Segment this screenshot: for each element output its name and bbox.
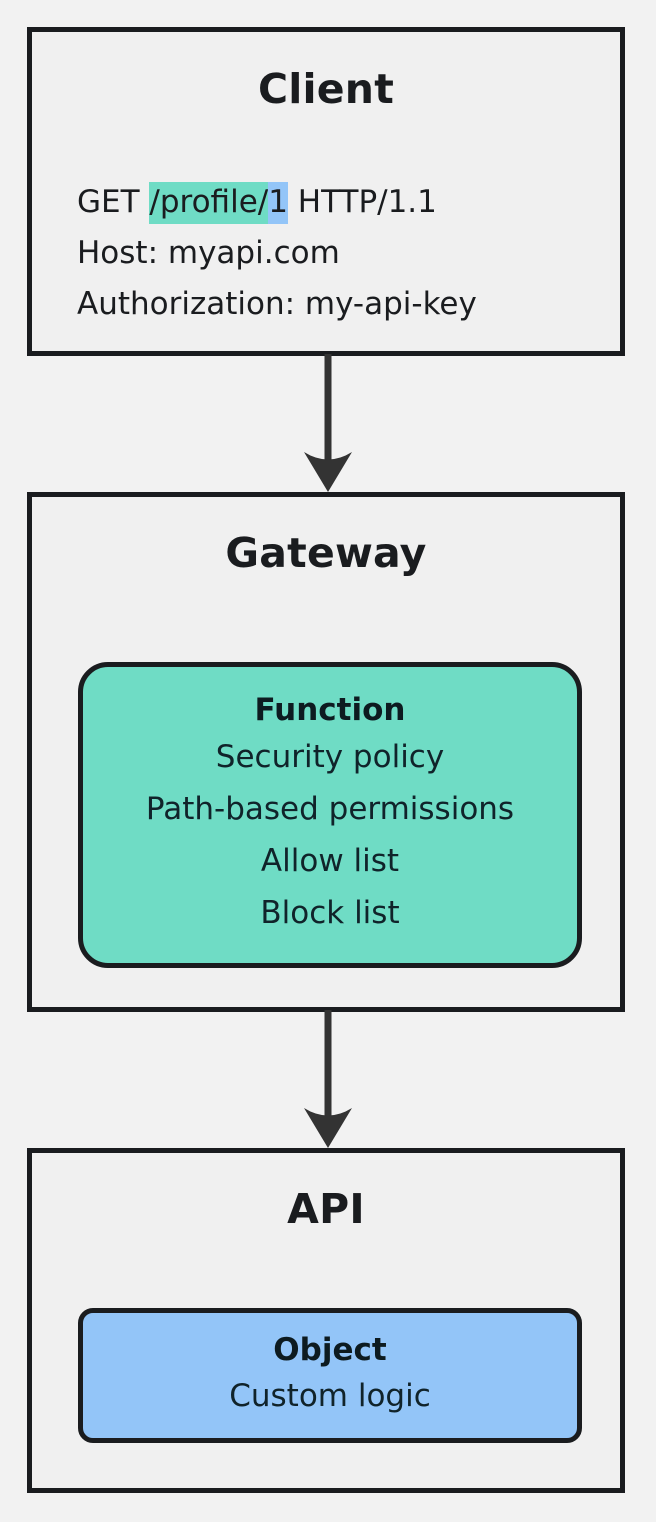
function-item-path-based-permissions: Path-based permissions (145, 791, 515, 827)
function-title: Function (254, 692, 406, 728)
arrow-client-to-gateway-icon (304, 354, 352, 492)
function-subnode[interactable]: Function Security policy Path-based perm… (78, 662, 582, 968)
function-item-security-policy: Security policy (215, 739, 445, 775)
function-item-allow-list: Allow list (260, 843, 400, 879)
object-item-custom-logic: Custom logic (229, 1378, 431, 1414)
request-protocol: HTTP/1.1 (287, 184, 437, 220)
request-id-highlight: 1 (268, 182, 288, 224)
request-line: GET /profile/1 HTTP/1.1 (77, 177, 477, 228)
gateway-node-title: Gateway (225, 529, 427, 577)
request-host-line: Host: myapi.com (77, 235, 340, 271)
request-auth-line: Authorization: my-api-key (77, 286, 477, 322)
request-method: GET (77, 184, 150, 220)
request-path-highlight: /profile/ (149, 182, 269, 224)
function-item-block-list: Block list (260, 895, 400, 931)
object-title: Object (273, 1332, 387, 1368)
object-subnode[interactable]: Object Custom logic (78, 1308, 582, 1443)
api-node-title: API (287, 1185, 365, 1233)
client-node[interactable]: Client GET /profile/1 HTTP/1.1 Host: mya… (27, 27, 625, 356)
arrow-gateway-to-api-icon (304, 1010, 352, 1148)
client-request-block: GET /profile/1 HTTP/1.1 Host: myapi.com … (77, 177, 477, 330)
client-node-title: Client (258, 65, 394, 113)
